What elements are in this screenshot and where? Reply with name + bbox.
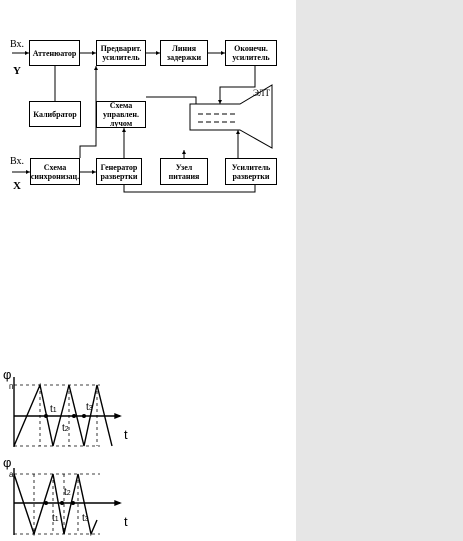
- block-sweep-gen: Генератор развертки: [96, 158, 142, 185]
- graph-top-phi: φ: [3, 367, 12, 382]
- graph-top-t2: t2: [62, 423, 69, 434]
- block-beam-control: Схема управлен. лучом: [96, 101, 146, 128]
- input-x-axis: X: [13, 180, 21, 192]
- block-sweep-amp: Усилитель развертки: [225, 158, 277, 185]
- diagram-connections: [12, 51, 273, 193]
- graph-bottom-t2: t2: [64, 487, 71, 498]
- crt-label: ЭЛТ: [253, 88, 270, 98]
- input-x-label: Вх.: [10, 156, 25, 167]
- graph-bottom-t3: t3: [82, 513, 89, 524]
- graph-top-sub: п: [9, 382, 14, 391]
- block-power: Узел питания: [160, 158, 208, 185]
- graph-top-t-axis: t: [124, 427, 128, 442]
- block-preamp: Предварит. усилитель: [96, 40, 146, 66]
- graph-bottom-phi: φ: [3, 455, 12, 470]
- block-attenuator: Аттенюатор: [29, 40, 80, 66]
- graph-bottom-t1: t1: [52, 513, 59, 524]
- input-y-axis: Y: [13, 65, 21, 77]
- block-delay-line: Линия задержки: [160, 40, 208, 66]
- sidebar-panel: [296, 0, 463, 541]
- graph-top-t3: t3: [86, 402, 93, 413]
- block-calibrator: Калибратор: [29, 101, 81, 127]
- timing-graphs: [13, 377, 122, 537]
- input-y-label: Вх.: [10, 39, 25, 50]
- graph-bottom-t-axis: t: [124, 514, 128, 529]
- block-final-amp: Оконечн. усилитель: [225, 40, 277, 66]
- graph-bottom-sub: а: [9, 470, 14, 479]
- graph-top-t1: t1: [50, 404, 57, 415]
- block-sync: Схема синхронизац.: [30, 158, 80, 185]
